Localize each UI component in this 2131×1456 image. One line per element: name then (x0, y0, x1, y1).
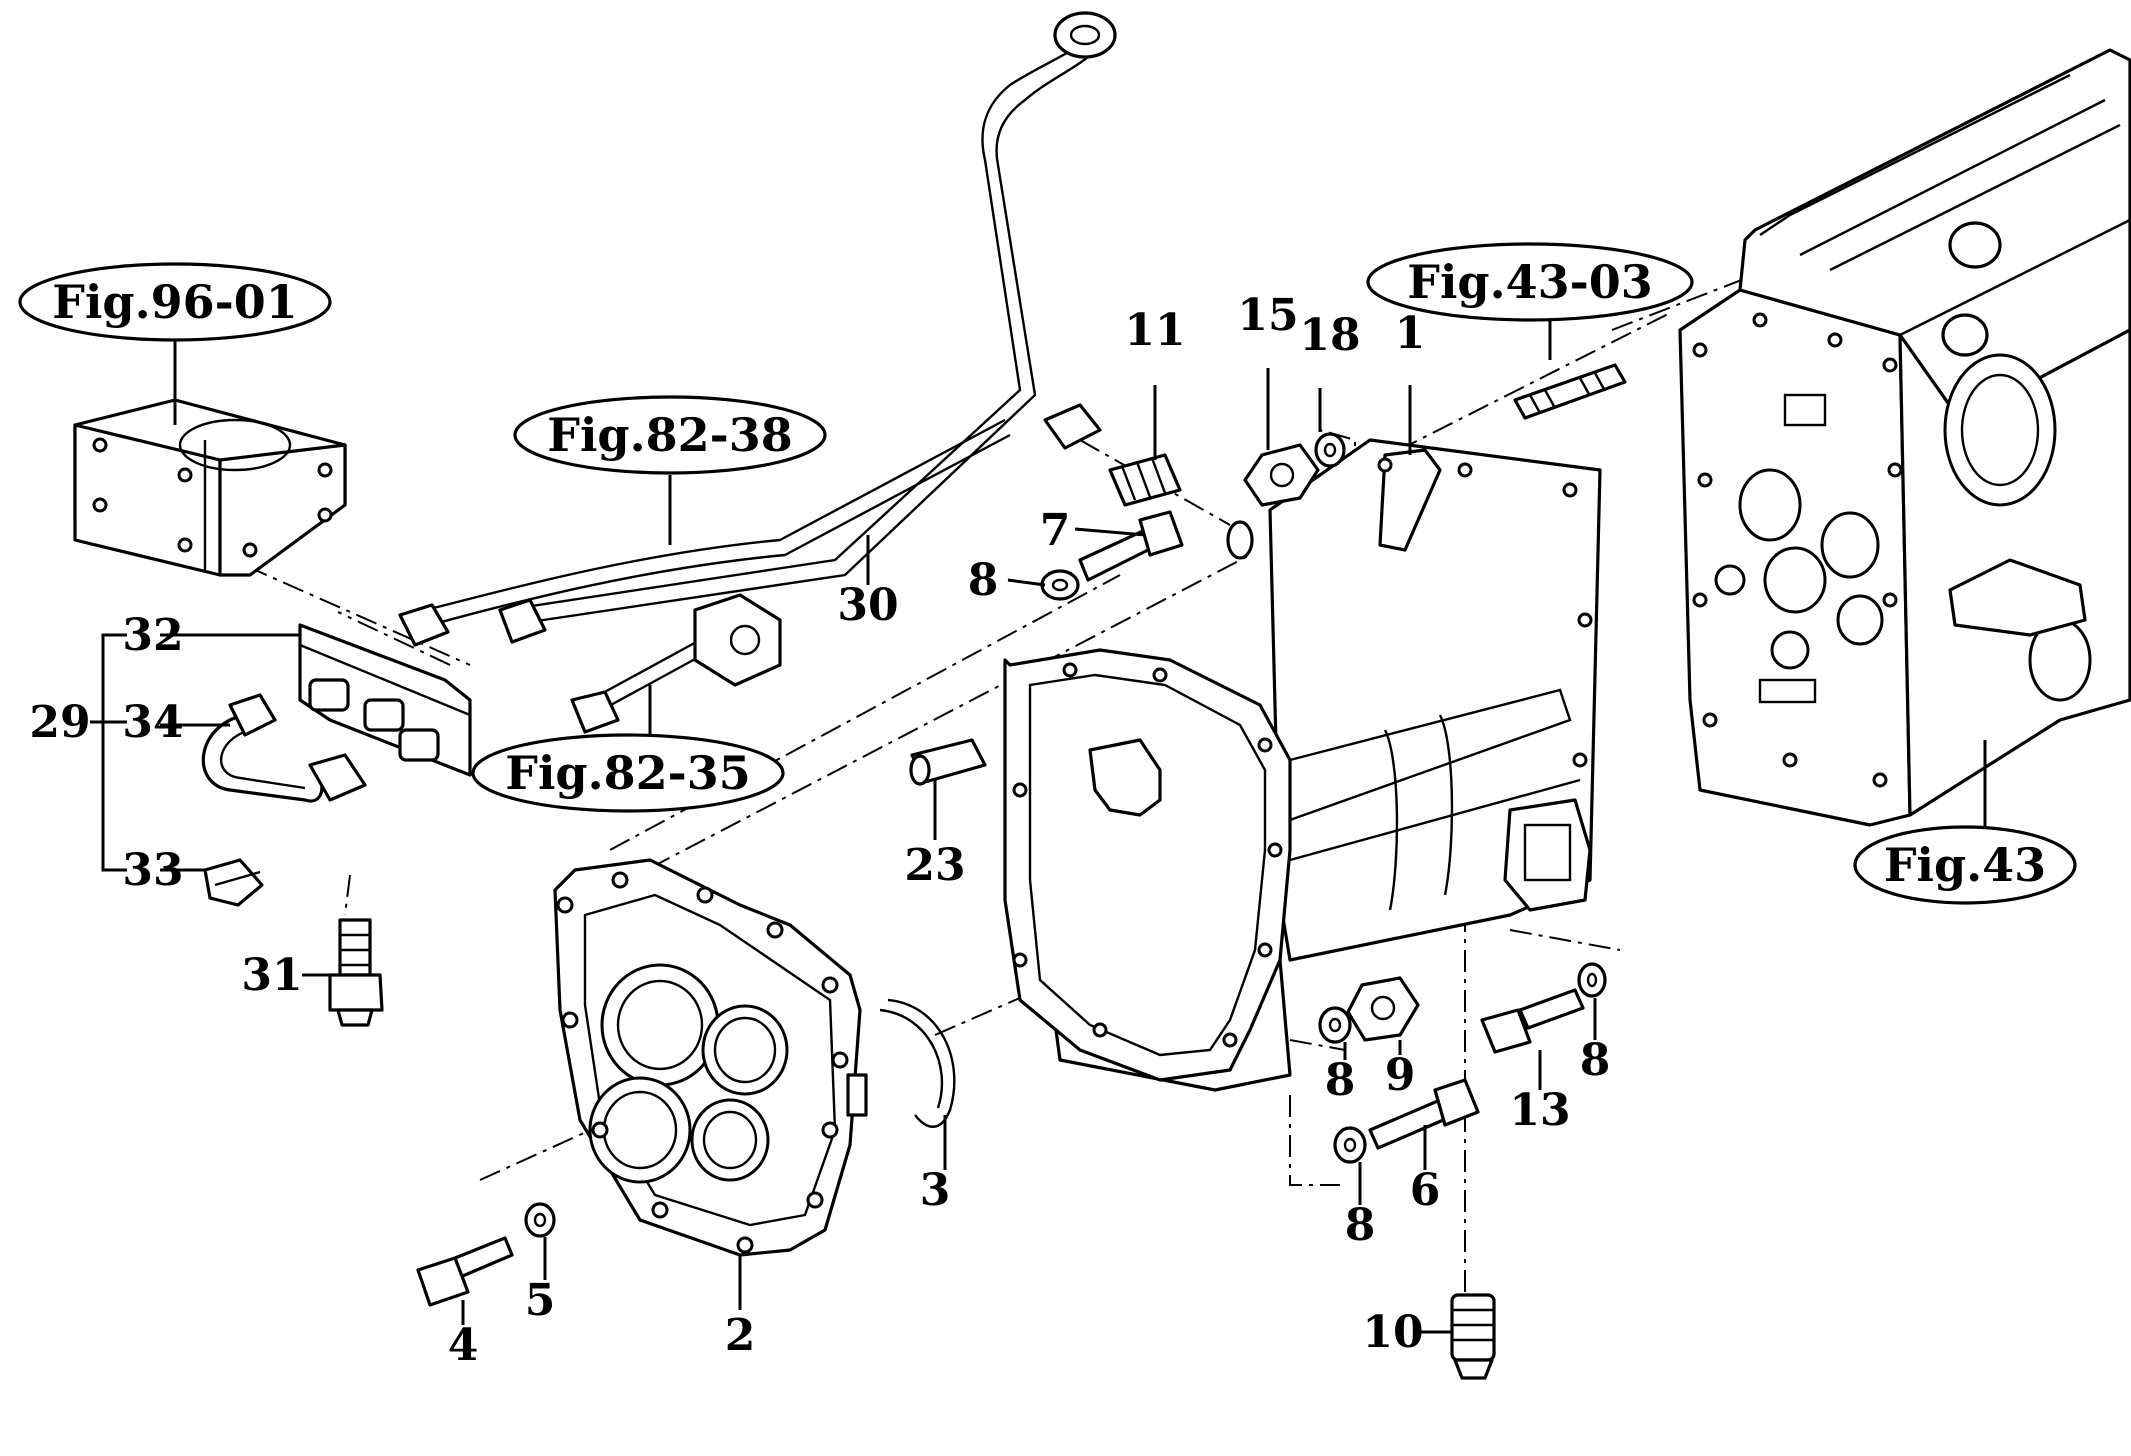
callout-30: 30 (837, 580, 898, 631)
callout-8-upper: 8 (968, 555, 999, 606)
dowel-pin-23 (909, 738, 987, 786)
washer-8-mid (1318, 1006, 1352, 1044)
bolt-4 (416, 1236, 514, 1307)
callout-5: 5 (525, 1275, 556, 1326)
nut-9 (1346, 976, 1420, 1042)
callout-8-low: 8 (1345, 1200, 1376, 1251)
fig-43-ref: Fig.43 (1853, 825, 2077, 905)
callout-18: 18 (1299, 310, 1360, 361)
callout-11: 11 (1124, 305, 1185, 356)
fasteners (416, 363, 1627, 1380)
fig-96-01-ref: Fig.96-01 (18, 262, 332, 342)
bolt-31 (328, 918, 384, 1027)
callout-23: 23 (904, 840, 965, 891)
manifold-block-assembly (201, 623, 472, 907)
callout-numbers: 1 2 3 4 5 6 7 8 8 8 8 9 10 11 13 15 18 2… (29, 290, 1610, 1371)
callout-13: 13 (1509, 1085, 1570, 1136)
stud-fig-43-03 (1513, 363, 1627, 420)
elbow-pipe-34 (201, 693, 367, 803)
callout-8-right: 8 (1580, 1035, 1611, 1086)
callout-9: 9 (1385, 1050, 1416, 1101)
washer-8-upper (1040, 569, 1080, 601)
pipe-30 (498, 11, 1117, 644)
pipe-fig-82-35 (570, 593, 782, 734)
figure-reference-labels: Fig.96-01 Fig.82-38 Fig.82-35 Fig.43-03 … (18, 242, 2077, 905)
callout-34: 34 (122, 697, 183, 748)
svg-text:Fig.82-35: Fig.82-35 (505, 746, 750, 800)
washer-5 (524, 1202, 556, 1238)
snap-ring-3 (879, 998, 956, 1128)
svg-text:Fig.43-03: Fig.43-03 (1407, 255, 1652, 309)
callout-6: 6 (1410, 1165, 1441, 1216)
pipe-fig-82-38 (398, 418, 1011, 647)
bolt-7 (1078, 510, 1184, 582)
callout-8-mid: 8 (1325, 1055, 1356, 1106)
svg-text:Fig.82-38: Fig.82-38 (547, 408, 792, 462)
svg-text:Fig.96-01: Fig.96-01 (52, 275, 297, 329)
callout-3: 3 (920, 1165, 951, 1216)
callout-31: 31 (241, 950, 302, 1001)
front-cover-2 (553, 858, 868, 1257)
callout-33: 33 (122, 845, 183, 896)
callout-2: 2 (725, 1310, 756, 1361)
rear-housing-fig-43 (1678, 48, 2131, 827)
fig-43-03-ref: Fig.43-03 (1366, 242, 1694, 322)
bolt-6 (1368, 1078, 1480, 1150)
fig-82-38-ref: Fig.82-38 (513, 395, 827, 475)
callout-29: 29 (29, 697, 90, 748)
washer-8-low (1333, 1126, 1367, 1164)
callout-1: 1 (1395, 308, 1426, 359)
callout-15: 15 (1237, 290, 1298, 341)
washer-8-right (1577, 962, 1607, 998)
plug-11 (1108, 453, 1182, 507)
callout-7: 7 (1040, 505, 1071, 556)
plug-10 (1450, 1293, 1496, 1380)
callout-32: 32 (122, 610, 183, 661)
callout-10: 10 (1362, 1307, 1423, 1358)
leader-lines (90, 268, 1987, 1334)
washer-18 (1314, 432, 1346, 468)
nut-15 (1243, 443, 1320, 507)
bolt-13 (1480, 988, 1585, 1054)
transmission-housing-1 (1003, 438, 1602, 1092)
svg-text:Fig.43: Fig.43 (1884, 838, 2046, 892)
fig-82-35-ref: Fig.82-35 (471, 733, 785, 813)
bracket-fig-96-01 (73, 398, 347, 577)
callout-4: 4 (448, 1320, 479, 1371)
